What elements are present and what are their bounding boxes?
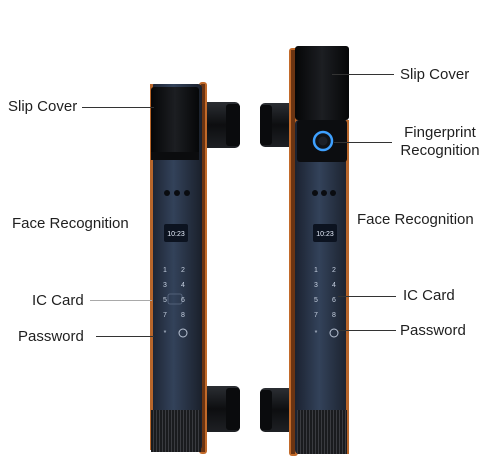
left-lock-icon [178, 328, 188, 338]
keypad-key: * [164, 330, 167, 337]
keypad-key: 8 [181, 312, 185, 319]
right-camera-dot [312, 190, 318, 196]
keypad-key: * [315, 330, 318, 337]
keypad-key: 5 [163, 297, 167, 304]
fingerprint-label-line1: Fingerprint [404, 124, 476, 141]
left-face-recognition-label: Face Recognition [12, 215, 129, 232]
left-ic-card-zone [167, 293, 183, 305]
left-slip-cover-label: Slip Cover [8, 98, 78, 115]
right-password-label: Password [400, 322, 466, 339]
left-display-time: 10:23 [167, 231, 185, 238]
right-slip-cover-leader [332, 74, 394, 75]
keypad-key: 1 [163, 267, 167, 274]
keypad-key: 2 [181, 267, 185, 274]
right-display [313, 224, 337, 242]
left-keypad: 1 3 5 7 * 2 4 6 8 [163, 267, 185, 337]
left-password-label: Password [18, 328, 84, 345]
keypad-key: 2 [332, 267, 336, 274]
left-ic-card-leader [90, 300, 152, 301]
right-face-recognition-label: Face Recognition [357, 211, 474, 228]
right-slip-cover [295, 46, 349, 120]
keypad-key: 4 [332, 282, 336, 289]
left-bottom-grille [151, 410, 201, 452]
right-lock-icon [329, 328, 339, 338]
keypad-key: 3 [314, 282, 318, 289]
right-slip-cover-label: Slip Cover [400, 66, 470, 83]
right-display-time: 10:23 [316, 231, 334, 238]
keypad-key: 1 [314, 267, 318, 274]
right-fingerprint-label: Fingerprint Recognition [392, 124, 488, 160]
keypad-key: 6 [332, 297, 336, 304]
keypad-key: 8 [332, 312, 336, 319]
keypad-key: 3 [163, 282, 167, 289]
keypad-key: 7 [314, 312, 318, 319]
left-ic-card-label: IC Card [32, 292, 84, 309]
right-ic-card-leader [338, 296, 396, 297]
left-display [164, 224, 188, 242]
right-lock [260, 46, 349, 456]
right-fingerprint-leader [334, 142, 392, 143]
left-camera-dot [164, 190, 170, 196]
keypad-key: 5 [314, 297, 318, 304]
left-lock-body [150, 84, 202, 450]
right-password-leader [338, 330, 396, 331]
right-ic-card-label: IC Card [403, 287, 455, 304]
left-password-leader [96, 336, 154, 337]
right-keypad: 1 3 5 7 * 2 4 6 8 [314, 267, 336, 337]
keypad-key: 7 [163, 312, 167, 319]
keypad-key: 6 [181, 297, 185, 304]
right-lock-body [295, 120, 349, 454]
keypad-key: 4 [181, 282, 185, 289]
left-lock [150, 82, 240, 454]
left-slip-cover [151, 87, 199, 159]
right-bottom-grille [297, 410, 347, 454]
left-slip-cover-leader [82, 107, 154, 108]
fingerprint-label-line2: Recognition [400, 142, 480, 159]
